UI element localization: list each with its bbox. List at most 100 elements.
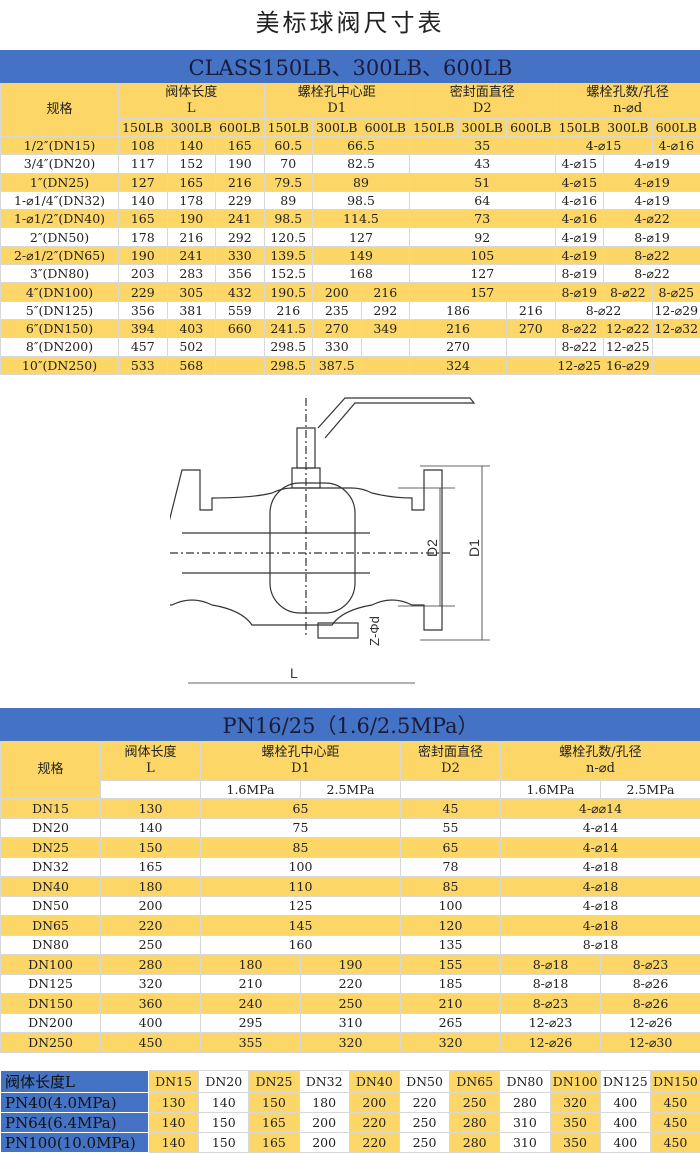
group-symbol: D1 — [291, 760, 310, 776]
value-cell: 4-⌀16 — [554, 209, 604, 229]
value-cell: 387.5 — [312, 355, 362, 375]
value-cell: 12-⌀22 — [603, 318, 653, 339]
spec-cell: DN200 — [0, 1012, 101, 1033]
value-cell: 127 — [409, 264, 556, 284]
value-cell: 140 — [118, 190, 168, 211]
value-cell: 12-⌀26 — [600, 1012, 700, 1033]
table-title: CLASS150LB、300LB、600LB — [0, 50, 700, 83]
group-name: 密封面直径 — [417, 744, 483, 760]
value-cell: 4-⌀16 — [554, 190, 604, 211]
length-value: 350 — [549, 1112, 601, 1133]
bolt-hole-label: Z-Φd — [367, 616, 382, 646]
spec-cell: 4″(DN100) — [0, 282, 119, 302]
size-header: DN25 — [248, 1070, 300, 1093]
length-value: 400 — [599, 1112, 651, 1133]
value-cell: 100 — [200, 856, 401, 877]
length-value: 250 — [398, 1112, 451, 1133]
value-cell: 190 — [215, 154, 265, 174]
sub-header: 150LB — [118, 118, 168, 137]
value-cell: 8-⌀26 — [600, 993, 700, 1014]
value-cell: 98.5 — [263, 209, 313, 229]
length-value: 280 — [449, 1112, 501, 1133]
value-cell: 79.5 — [263, 172, 313, 192]
value-cell: 135 — [400, 934, 501, 955]
length-value: 165 — [248, 1112, 300, 1133]
spec-cell: 1-⌀1/2″(DN40) — [0, 209, 119, 229]
size-header: DN50 — [398, 1070, 451, 1093]
value-cell: 400 — [100, 1012, 201, 1033]
value-cell: 283 — [166, 264, 216, 284]
length-value: 200 — [298, 1112, 350, 1133]
length-value: 200 — [348, 1092, 400, 1113]
value-cell: 165 — [118, 209, 168, 229]
spec-cell: DN100 — [0, 954, 101, 975]
value-cell: 8-⌀18 — [500, 954, 601, 975]
group-name: 螺栓孔数/孔径 — [586, 84, 669, 100]
value-cell: 105 — [409, 245, 556, 266]
group-symbol: n-⌀d — [586, 760, 615, 776]
group-symbol: D1 — [327, 100, 347, 116]
value-cell: 190 — [118, 245, 168, 266]
value-cell: 152 — [166, 154, 216, 174]
spec-cell: DN20 — [0, 817, 101, 838]
length-value: 200 — [298, 1132, 350, 1153]
length-value: 220 — [348, 1112, 400, 1133]
value-cell: 220 — [300, 973, 401, 994]
spec-cell: 1″(DN25) — [0, 172, 119, 192]
group-symbol: L — [146, 760, 155, 776]
value-cell: 4-⌀16 — [651, 135, 700, 156]
spec-cell: 8″(DN200) — [0, 337, 119, 357]
value-cell: 127 — [118, 172, 168, 192]
value-cell: 180 — [200, 954, 301, 975]
value-cell: 4-⌀18 — [500, 856, 700, 877]
value-cell: 210 — [200, 973, 301, 994]
spec-cell: 10″(DN250) — [0, 355, 119, 375]
value-cell: 150 — [100, 837, 201, 858]
value-cell: 70 — [263, 154, 313, 174]
group-name: 螺栓孔中心距 — [297, 84, 376, 100]
sub-header: 150LB — [554, 118, 604, 137]
value-cell: 140 — [100, 817, 201, 838]
value-cell: 12-⌀23 — [500, 1012, 601, 1033]
value-cell — [215, 355, 265, 375]
value-cell: 8-⌀18 — [500, 934, 700, 955]
length-value: 250 — [449, 1092, 501, 1113]
length-label: L — [290, 665, 298, 681]
sub-header: 300LB — [603, 118, 653, 137]
value-cell: 110 — [200, 876, 401, 897]
spec-cell: 2-⌀1/2″(DN65) — [0, 245, 119, 266]
value-cell: 295 — [200, 1012, 301, 1033]
length-value: 150 — [248, 1092, 300, 1113]
value-cell: 360 — [100, 993, 201, 1014]
sub-header: 600LB — [360, 118, 410, 137]
value-cell: 100 — [400, 895, 501, 916]
value-cell: 216 — [215, 172, 265, 192]
pressure-label: PN64(6.4MPa) — [0, 1112, 149, 1133]
value-cell: 4-⌀18 — [500, 895, 700, 916]
value-cell: 4-⌀18 — [500, 915, 700, 936]
size-header: DN20 — [198, 1070, 250, 1093]
value-cell: 178 — [118, 227, 168, 247]
value-cell: 165 — [100, 856, 201, 877]
value-cell: 64 — [409, 190, 556, 211]
value-cell: 130 — [100, 798, 201, 819]
value-cell: 190 — [300, 954, 401, 975]
spec-cell: DN65 — [0, 915, 101, 936]
length-value: 250 — [398, 1132, 451, 1153]
value-cell: 178 — [166, 190, 216, 211]
